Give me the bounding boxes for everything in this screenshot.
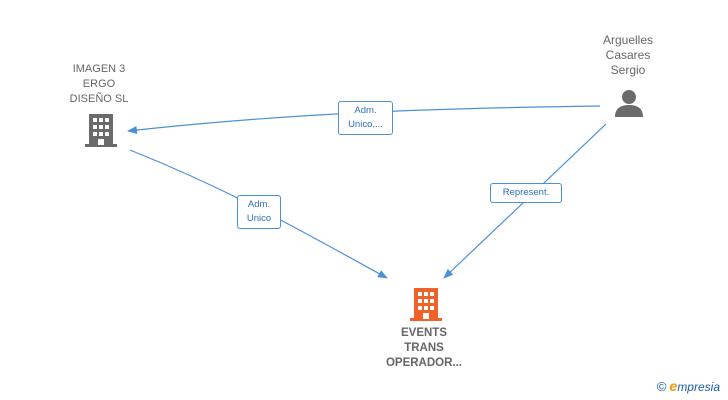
events-name-line-3: OPERADOR... [385,357,463,369]
events-name-line-2: TRANS [404,342,444,354]
edge-label-line: Unico,... [348,119,383,130]
person-name-line-3: Sergio [610,63,646,77]
copyright-icon: © [656,379,667,394]
brand-rest: mpresia [677,380,720,394]
edge-label-ergo-to-events[interactable]: Adm. Unico [237,195,281,229]
ergo-building-icon[interactable] [85,112,117,153]
edge-label-person-to-ergo[interactable]: Adm. Unico,... [338,101,393,135]
person-node-label[interactable]: Arguelles Casares Sergio [585,33,671,78]
events-name-line-1: EVENTS [400,327,447,339]
ergo-name-line-2: ERGO [82,78,116,90]
empresia-logo[interactable]: ©empresia [657,378,720,394]
ergo-node-label[interactable]: IMAGEN 3 ERGO DISEÑO SL [56,62,142,107]
edge-label-line: Adm. [354,105,377,116]
ergo-name-line-1: IMAGEN 3 [72,63,126,75]
brand-name: empresia [669,378,720,394]
events-node-label[interactable]: EVENTS TRANS OPERADOR... [370,326,478,371]
person-name-line-1: Arguelles [602,33,654,47]
person-icon[interactable] [614,88,644,123]
edge-label-line: Represent. [502,187,550,198]
events-building-icon[interactable] [410,286,442,327]
person-name-line-2: Casares [605,48,651,62]
ergo-name-line-3: DISEÑO SL [69,93,129,105]
edge-label-line: Unico [246,213,272,224]
edge-label-person-to-events[interactable]: Represent. [490,183,562,203]
brand-initial: e [669,378,678,394]
edge-label-line: Adm. [247,199,271,210]
